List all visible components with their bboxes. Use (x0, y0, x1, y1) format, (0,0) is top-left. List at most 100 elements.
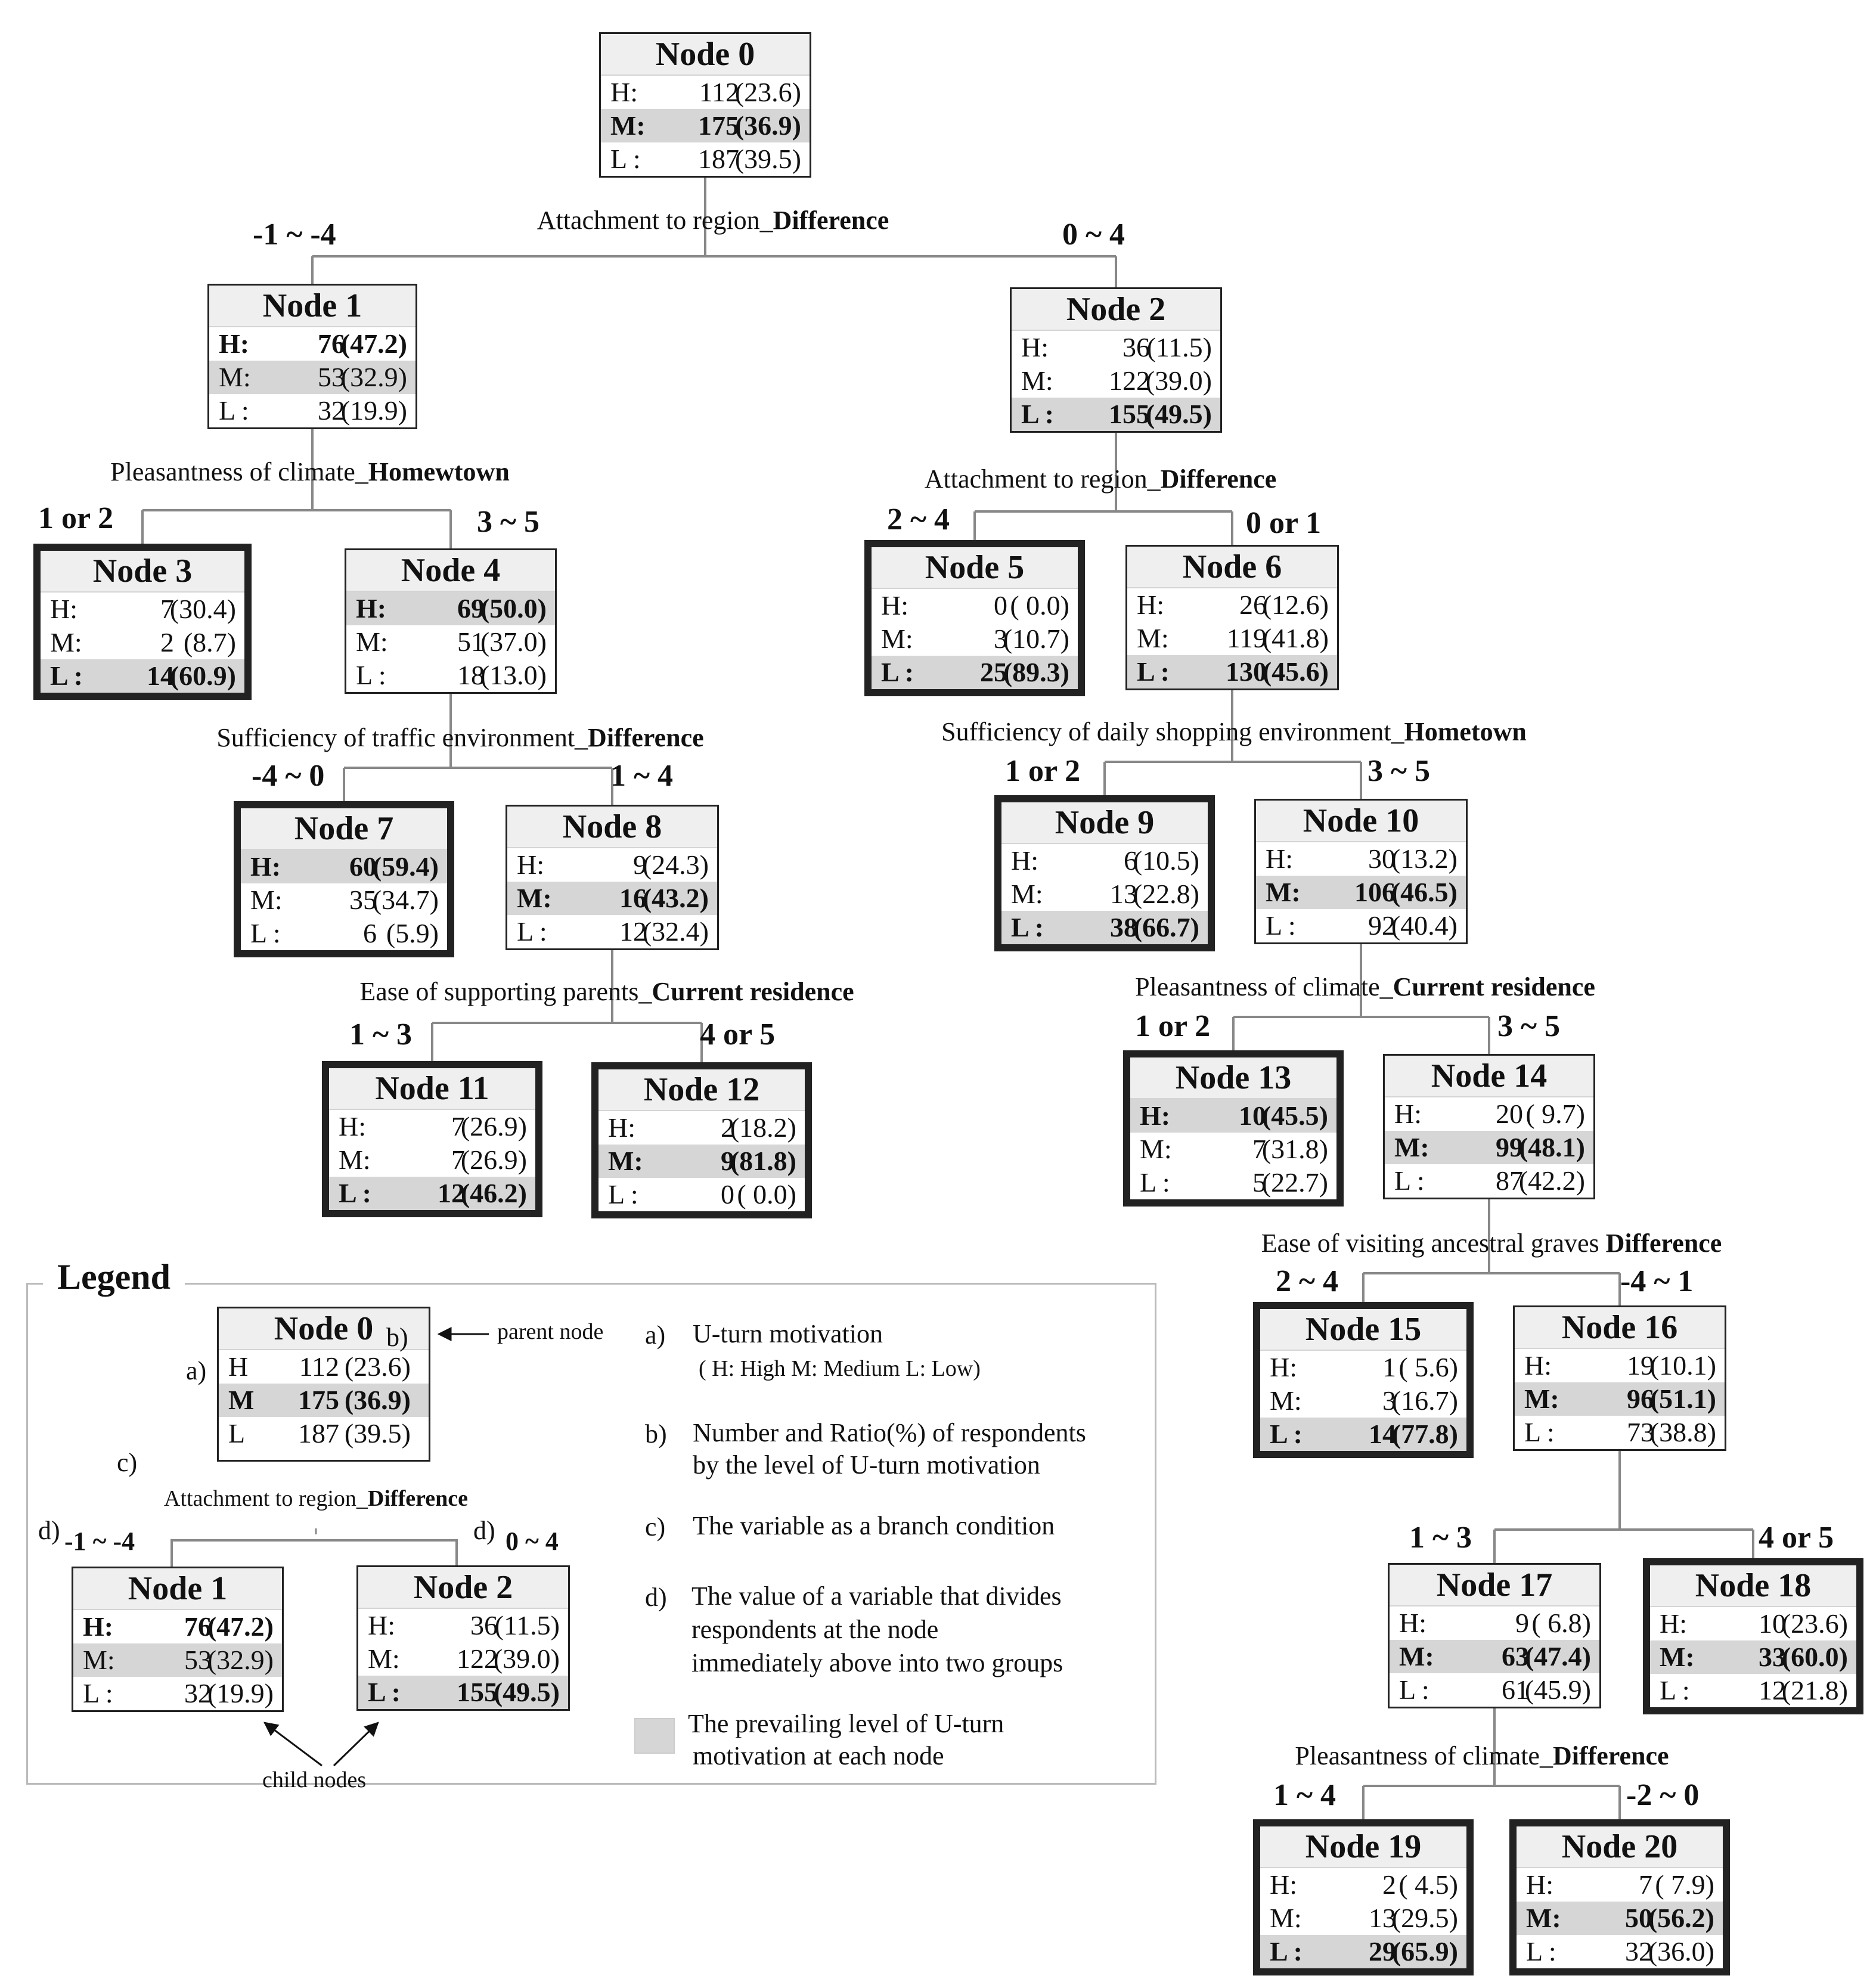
node-2-row-h: H:36(11.5) (1012, 331, 1220, 364)
legend-parent-m-count: 175 (298, 1385, 339, 1415)
node-6-h-label: H: (1137, 590, 1164, 620)
node-19-l-label: L : (1270, 1936, 1303, 1967)
node-8-row-l: L :12(32.4) (507, 915, 717, 948)
node-4-h-ratio: (50.0) (480, 593, 547, 624)
node-13-m-ratio: (31.8) (1261, 1134, 1328, 1164)
node-13-h-ratio: (45.5) (1261, 1100, 1328, 1131)
node-15-m-count: 3 (1382, 1385, 1396, 1416)
node-18-m-ratio: (60.0) (1781, 1642, 1848, 1672)
legend-condition: Attachment to region_Difference (163, 1486, 469, 1511)
legend-child-1-m-count: 53 (184, 1645, 212, 1675)
node-14-m-ratio: (48.1) (1518, 1132, 1585, 1162)
node-10-h-label: H: (1266, 843, 1293, 874)
node-11-h-ratio: (26.9) (460, 1111, 527, 1142)
node-4-l-ratio: (13.0) (480, 660, 547, 690)
node-0-l-ratio: (39.5) (734, 144, 801, 174)
node-13-row-l: L :5(22.7) (1130, 1166, 1336, 1199)
node-15-h-ratio: ( 5.6) (1398, 1352, 1458, 1382)
node-17-h-label: H: (1399, 1608, 1427, 1638)
node-7-h-ratio: (59.4) (372, 851, 439, 882)
node-1-row-m: M:53(32.9) (209, 361, 415, 394)
legend-branch-right: 0 ~ 4 (506, 1527, 559, 1556)
node-5-l-label: L : (881, 657, 914, 687)
node-18-l-label: L : (1660, 1675, 1690, 1705)
node-19-row-l: L :29(65.9) (1260, 1935, 1466, 1968)
node-12-row-h: H:2(18.2) (599, 1111, 805, 1145)
node-10-h-ratio: (13.2) (1391, 843, 1458, 874)
node-7-title: Node 7 (241, 808, 447, 850)
node-8-h-ratio: (24.3) (642, 849, 709, 880)
node-6-title: Node 6 (1127, 547, 1337, 588)
legend-child-1-l-label: L : (83, 1678, 113, 1708)
node-8-m-label: M: (517, 883, 552, 913)
node-20-l-label: L : (1526, 1936, 1556, 1967)
node-13-l-count: 5 (1252, 1167, 1266, 1198)
node-7-h-count: 60 (349, 851, 377, 882)
node-16-h-label: H: (1524, 1350, 1552, 1381)
node-13-h-count: 10 (1239, 1100, 1266, 1131)
node-5-h-count: 0 (994, 590, 1007, 621)
branch-label-node-14: 3 ~ 5 (1497, 1009, 1561, 1043)
node-10-l-ratio: (40.4) (1391, 910, 1458, 941)
legend-parent-l-label: L (228, 1418, 246, 1449)
legend-item-b-text-1: Number and Ratio(%) of respondents (693, 1418, 1086, 1447)
node-12-h-count: 2 (721, 1112, 734, 1143)
node-9-row-m: M:13(22.8) (1001, 877, 1208, 911)
node-13-l-ratio: (22.7) (1261, 1167, 1328, 1198)
node-3-m-label: M: (50, 627, 82, 658)
node-0-h-ratio: (23.6) (734, 77, 801, 107)
legend-parent-h-ratio: (23.6) (344, 1351, 411, 1382)
node-0-m-label: M: (610, 110, 646, 141)
node-5-title: Node 5 (872, 547, 1078, 589)
legend-title: Legend (43, 1257, 185, 1298)
node-14-h-label: H: (1394, 1099, 1422, 1129)
node-2-m-count: 122 (1109, 365, 1150, 396)
node-11-h-count: 7 (451, 1111, 465, 1142)
node-0-row-m: M:175(36.9) (601, 109, 810, 142)
node-16-l-count: 73 (1627, 1417, 1654, 1447)
legend-parent-row-h: H 112 (23.6) (219, 1350, 429, 1384)
node-0-h-label: H: (610, 77, 638, 107)
node-7-m-ratio: (34.7) (372, 885, 439, 915)
node-19-h-label: H: (1270, 1869, 1297, 1900)
node-9-h-label: H: (1011, 845, 1038, 876)
legend-child-2-row-h: H:36(11.5) (358, 1609, 568, 1642)
node-7-l-label: L : (250, 918, 281, 948)
node-15-m-label: M: (1270, 1385, 1302, 1416)
branch-label-node-1: -1 ~ -4 (253, 218, 336, 252)
split-condition-node-4: Sufficiency of traffic environment_Diffe… (216, 723, 704, 752)
node-7-row-m: M:35(34.7) (241, 883, 447, 917)
node-5-l-ratio: (89.3) (1003, 657, 1069, 687)
node-19-m-label: M: (1270, 1903, 1302, 1933)
legend-parent-m-ratio: (36.9) (344, 1385, 411, 1415)
node-18-m-label: M: (1660, 1642, 1695, 1672)
branch-label-node-5: 2 ~ 4 (887, 503, 950, 536)
node-1-l-count: 32 (318, 395, 345, 426)
legend-swatch-text-2: motivation at each node (693, 1741, 944, 1770)
legend-item-d-letter: d) (645, 1583, 667, 1612)
split-condition-node-1: Pleasantness of climate_Homewtown (110, 457, 510, 486)
legend-child-1-row-l: L :32(19.9) (73, 1677, 282, 1710)
legend-item-b-text-2: by the level of U-turn motivation (693, 1450, 1040, 1480)
legend-marker-c: c) (117, 1448, 138, 1477)
node-18-title: Node 18 (1650, 1565, 1856, 1607)
node-5-m-count: 3 (994, 624, 1007, 654)
node-0-title: Node 0 (601, 34, 810, 76)
node-10-row-h: H:30(13.2) (1256, 842, 1466, 876)
node-17-h-ratio: ( 6.8) (1531, 1608, 1591, 1638)
node-11-row-h: H:7(26.9) (329, 1110, 535, 1143)
node-10-l-label: L : (1266, 910, 1296, 941)
node-14-title: Node 14 (1385, 1056, 1593, 1097)
node-0-l-count: 187 (698, 144, 739, 174)
legend-item-c-text: The variable as a branch condition (693, 1511, 1055, 1540)
node-12-h-label: H: (608, 1112, 635, 1143)
